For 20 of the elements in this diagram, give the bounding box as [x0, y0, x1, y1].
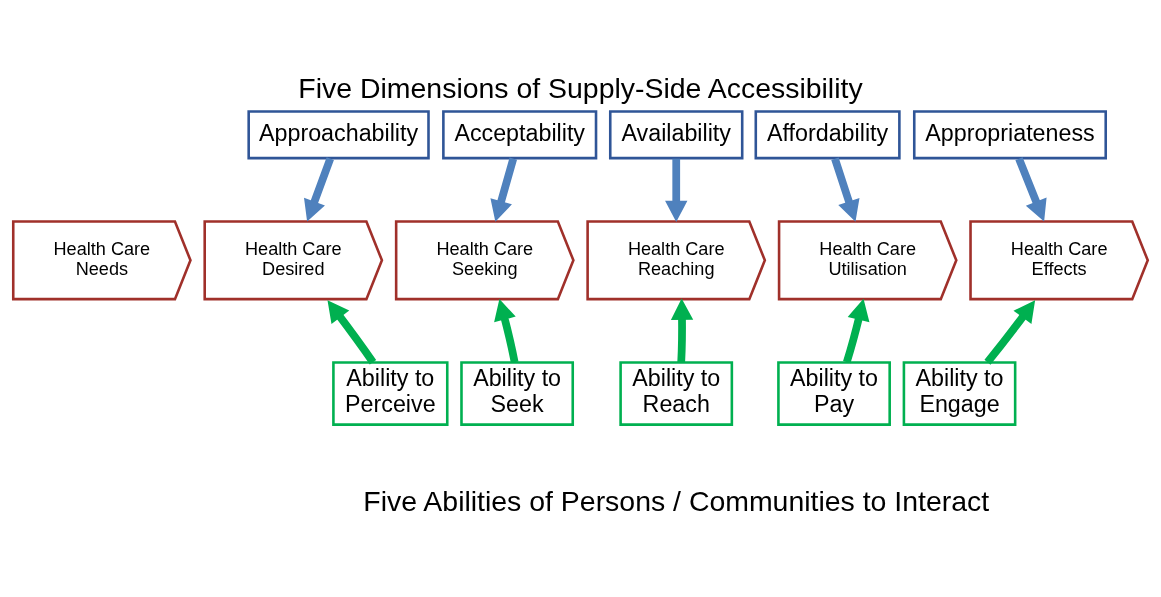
arrow [843, 298, 870, 364]
node-box: Ability to Reach [619, 361, 734, 426]
node-box: Ability to Engage [902, 361, 1017, 426]
node-box: Availability [608, 110, 744, 160]
arrow [490, 157, 518, 222]
node-box: Ability to Pay [777, 361, 891, 426]
arrow [327, 300, 377, 365]
diagram-title: Five Dimensions of Supply-Side Accessibility [298, 72, 863, 105]
arrow [984, 300, 1036, 365]
node-box: Ability to Perceive [332, 361, 449, 426]
node-box: Appropriateness [912, 110, 1107, 160]
node-box: Affordability [754, 110, 901, 160]
arrow [670, 298, 694, 363]
arrow [831, 157, 860, 222]
arrow [304, 157, 334, 222]
arrow [1015, 157, 1047, 222]
node-box: Acceptability [442, 110, 598, 160]
caption: Five Abilities of Persons / Communities to Interact [363, 484, 990, 517]
node-box: Ability to Seek [460, 361, 575, 426]
node-box: Approachability [247, 110, 430, 160]
